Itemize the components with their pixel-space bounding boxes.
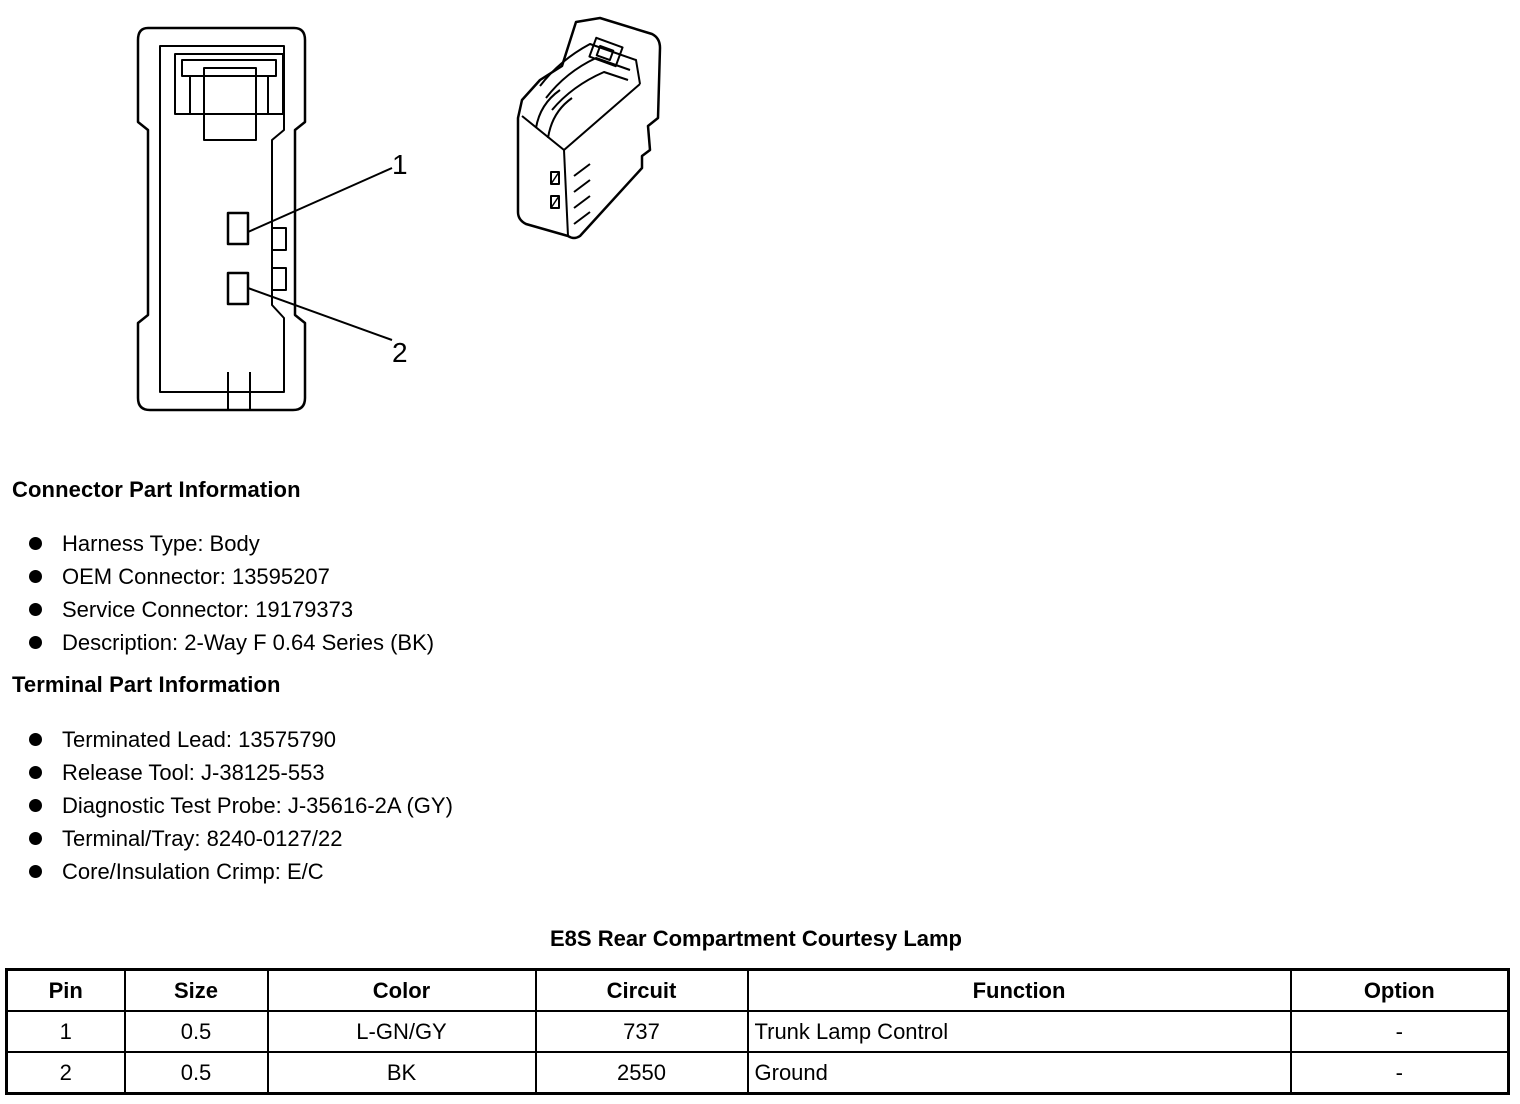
cavity-1 <box>226 211 250 246</box>
connector-info-list: Harness Type: Body OEM Connector: 135952… <box>28 527 434 659</box>
latch <box>174 53 284 115</box>
bullet-icon <box>29 799 42 812</box>
latch-button <box>203 67 257 141</box>
list-item: Diagnostic Test Probe: J-35616-2A (GY) <box>28 789 453 822</box>
list-item: Service Connector: 19179373 <box>28 593 434 626</box>
table-header-row: Pin Size Color Circuit Function Option <box>5 968 1510 1012</box>
table-row: 2 0.5 BK 2550 Ground - <box>5 1051 1510 1095</box>
bullet-icon <box>29 537 42 550</box>
cell-pin: 1 <box>5 1010 126 1053</box>
header-option: Option <box>1289 968 1510 1012</box>
list-item: Release Tool: J-38125-553 <box>28 756 453 789</box>
connector-info-heading: Connector Part Information <box>12 477 301 502</box>
latch-inner <box>181 59 277 77</box>
cell-option: - <box>1289 1051 1510 1095</box>
list-item: Terminated Lead: 13575790 <box>28 723 453 756</box>
bullet-icon <box>29 865 42 878</box>
callout-1: 1 <box>392 149 408 180</box>
connector-face-inner <box>159 45 285 393</box>
header-color: Color <box>266 968 537 1012</box>
cell-function: Trunk Lamp Control <box>746 1010 1292 1053</box>
header-size: Size <box>123 968 269 1012</box>
cell-size: 0.5 <box>123 1010 269 1053</box>
list-item: Description: 2-Way F 0.64 Series (BK) <box>28 626 434 659</box>
cell-function: Ground <box>746 1051 1292 1095</box>
header-pin: Pin <box>5 968 126 1012</box>
terminal-info-list: Terminated Lead: 13575790 Release Tool: … <box>28 723 453 888</box>
cell-color: L-GN/GY <box>266 1010 537 1053</box>
cell-color: BK <box>266 1051 537 1095</box>
connector-isometric-view <box>516 16 662 240</box>
callout-2: 2 <box>392 337 408 368</box>
header-function: Function <box>746 968 1292 1012</box>
cavity-2 <box>226 271 250 306</box>
cell-circuit: 2550 <box>534 1051 749 1095</box>
list-item: Terminal/Tray: 8240-0127/22 <box>28 822 453 855</box>
connector-diagram: 1 2 <box>136 16 662 412</box>
table-title: E8S Rear Compartment Courtesy Lamp <box>550 926 962 951</box>
cell-circuit: 737 <box>534 1010 749 1053</box>
list-item: Harness Type: Body <box>28 527 434 560</box>
callout-1-leader <box>247 167 393 233</box>
bullet-icon <box>29 636 42 649</box>
connector-face-outline <box>136 26 307 412</box>
list-item: Core/Insulation Crimp: E/C <box>28 855 453 888</box>
bullet-icon <box>29 570 42 583</box>
bullet-icon <box>29 733 42 746</box>
list-item: OEM Connector: 13595207 <box>28 560 434 593</box>
terminal-info-heading: Terminal Part Information <box>12 672 281 697</box>
cell-pin: 2 <box>5 1051 126 1095</box>
table-row: 1 0.5 L-GN/GY 737 Trunk Lamp Control - <box>5 1010 1510 1053</box>
header-circuit: Circuit <box>534 968 749 1012</box>
pinout-table: Pin Size Color Circuit Function Option 1… <box>5 968 1510 1095</box>
callout-2-leader <box>247 287 393 341</box>
bullet-icon <box>29 766 42 779</box>
bullet-icon <box>29 832 42 845</box>
cell-option: - <box>1289 1010 1510 1053</box>
bullet-icon <box>29 603 42 616</box>
cell-size: 0.5 <box>123 1051 269 1095</box>
